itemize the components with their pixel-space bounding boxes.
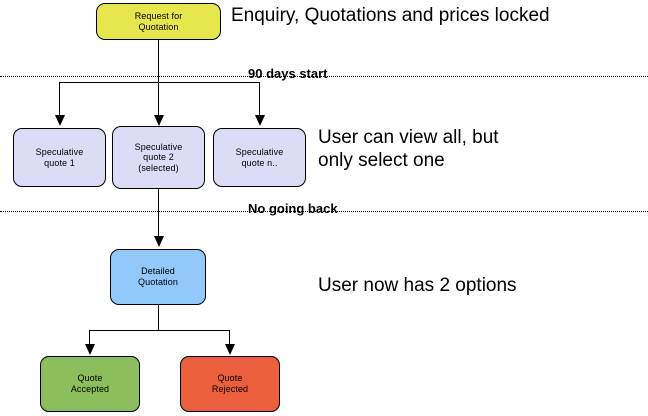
- node-speculative-quote-1[interactable]: Speculative quote 1: [13, 128, 106, 187]
- connector-outcome-bus: [89, 330, 230, 331]
- annotation-user-has-2-options: User now has 2 options: [318, 275, 517, 296]
- connector-branch-rejected: [229, 330, 230, 344]
- annotation-prices-locked: Enquiry, Quotations and prices locked: [231, 5, 550, 26]
- connector-branch-specn: [259, 82, 260, 116]
- phase-separator-no-going-back: [0, 211, 648, 212]
- connector-branch-spec2: [158, 82, 159, 116]
- node-quote-rejected[interactable]: Quote Rejected: [180, 356, 280, 412]
- connector-detailed-stem: [158, 305, 159, 330]
- arrowhead-spec1: [55, 115, 65, 126]
- node-request-for-quotation[interactable]: Request for Quotation: [96, 3, 221, 40]
- connector-speculative-bus: [59, 82, 259, 83]
- annotation-user-can-view-all: User can view all, but only select one: [318, 127, 499, 172]
- node-speculative-quote-n[interactable]: Speculative quote n..: [213, 128, 306, 187]
- phase-separator-label-no-going-back: No going back: [248, 201, 338, 216]
- phase-separator-label-90-days: 90 days start: [248, 66, 328, 81]
- connector-branch-spec1: [59, 82, 60, 116]
- arrowhead-quote-accepted: [85, 344, 95, 355]
- node-detailed-quotation[interactable]: Detailed Quotation: [110, 249, 206, 305]
- arrowhead-spec2: [154, 115, 164, 126]
- arrowhead-specn: [255, 115, 265, 126]
- node-quote-accepted[interactable]: Quote Accepted: [40, 356, 140, 412]
- phase-separator-90-days: [0, 76, 648, 77]
- arrowhead-detailed-quotation: [154, 236, 164, 247]
- connector-spec2-stem: [158, 189, 159, 236]
- arrowhead-quote-rejected: [225, 344, 235, 355]
- connector-rfq-stem: [158, 40, 159, 82]
- node-speculative-quote-2-selected[interactable]: Speculative quote 2 (selected): [112, 126, 205, 189]
- connector-branch-accepted: [89, 330, 90, 344]
